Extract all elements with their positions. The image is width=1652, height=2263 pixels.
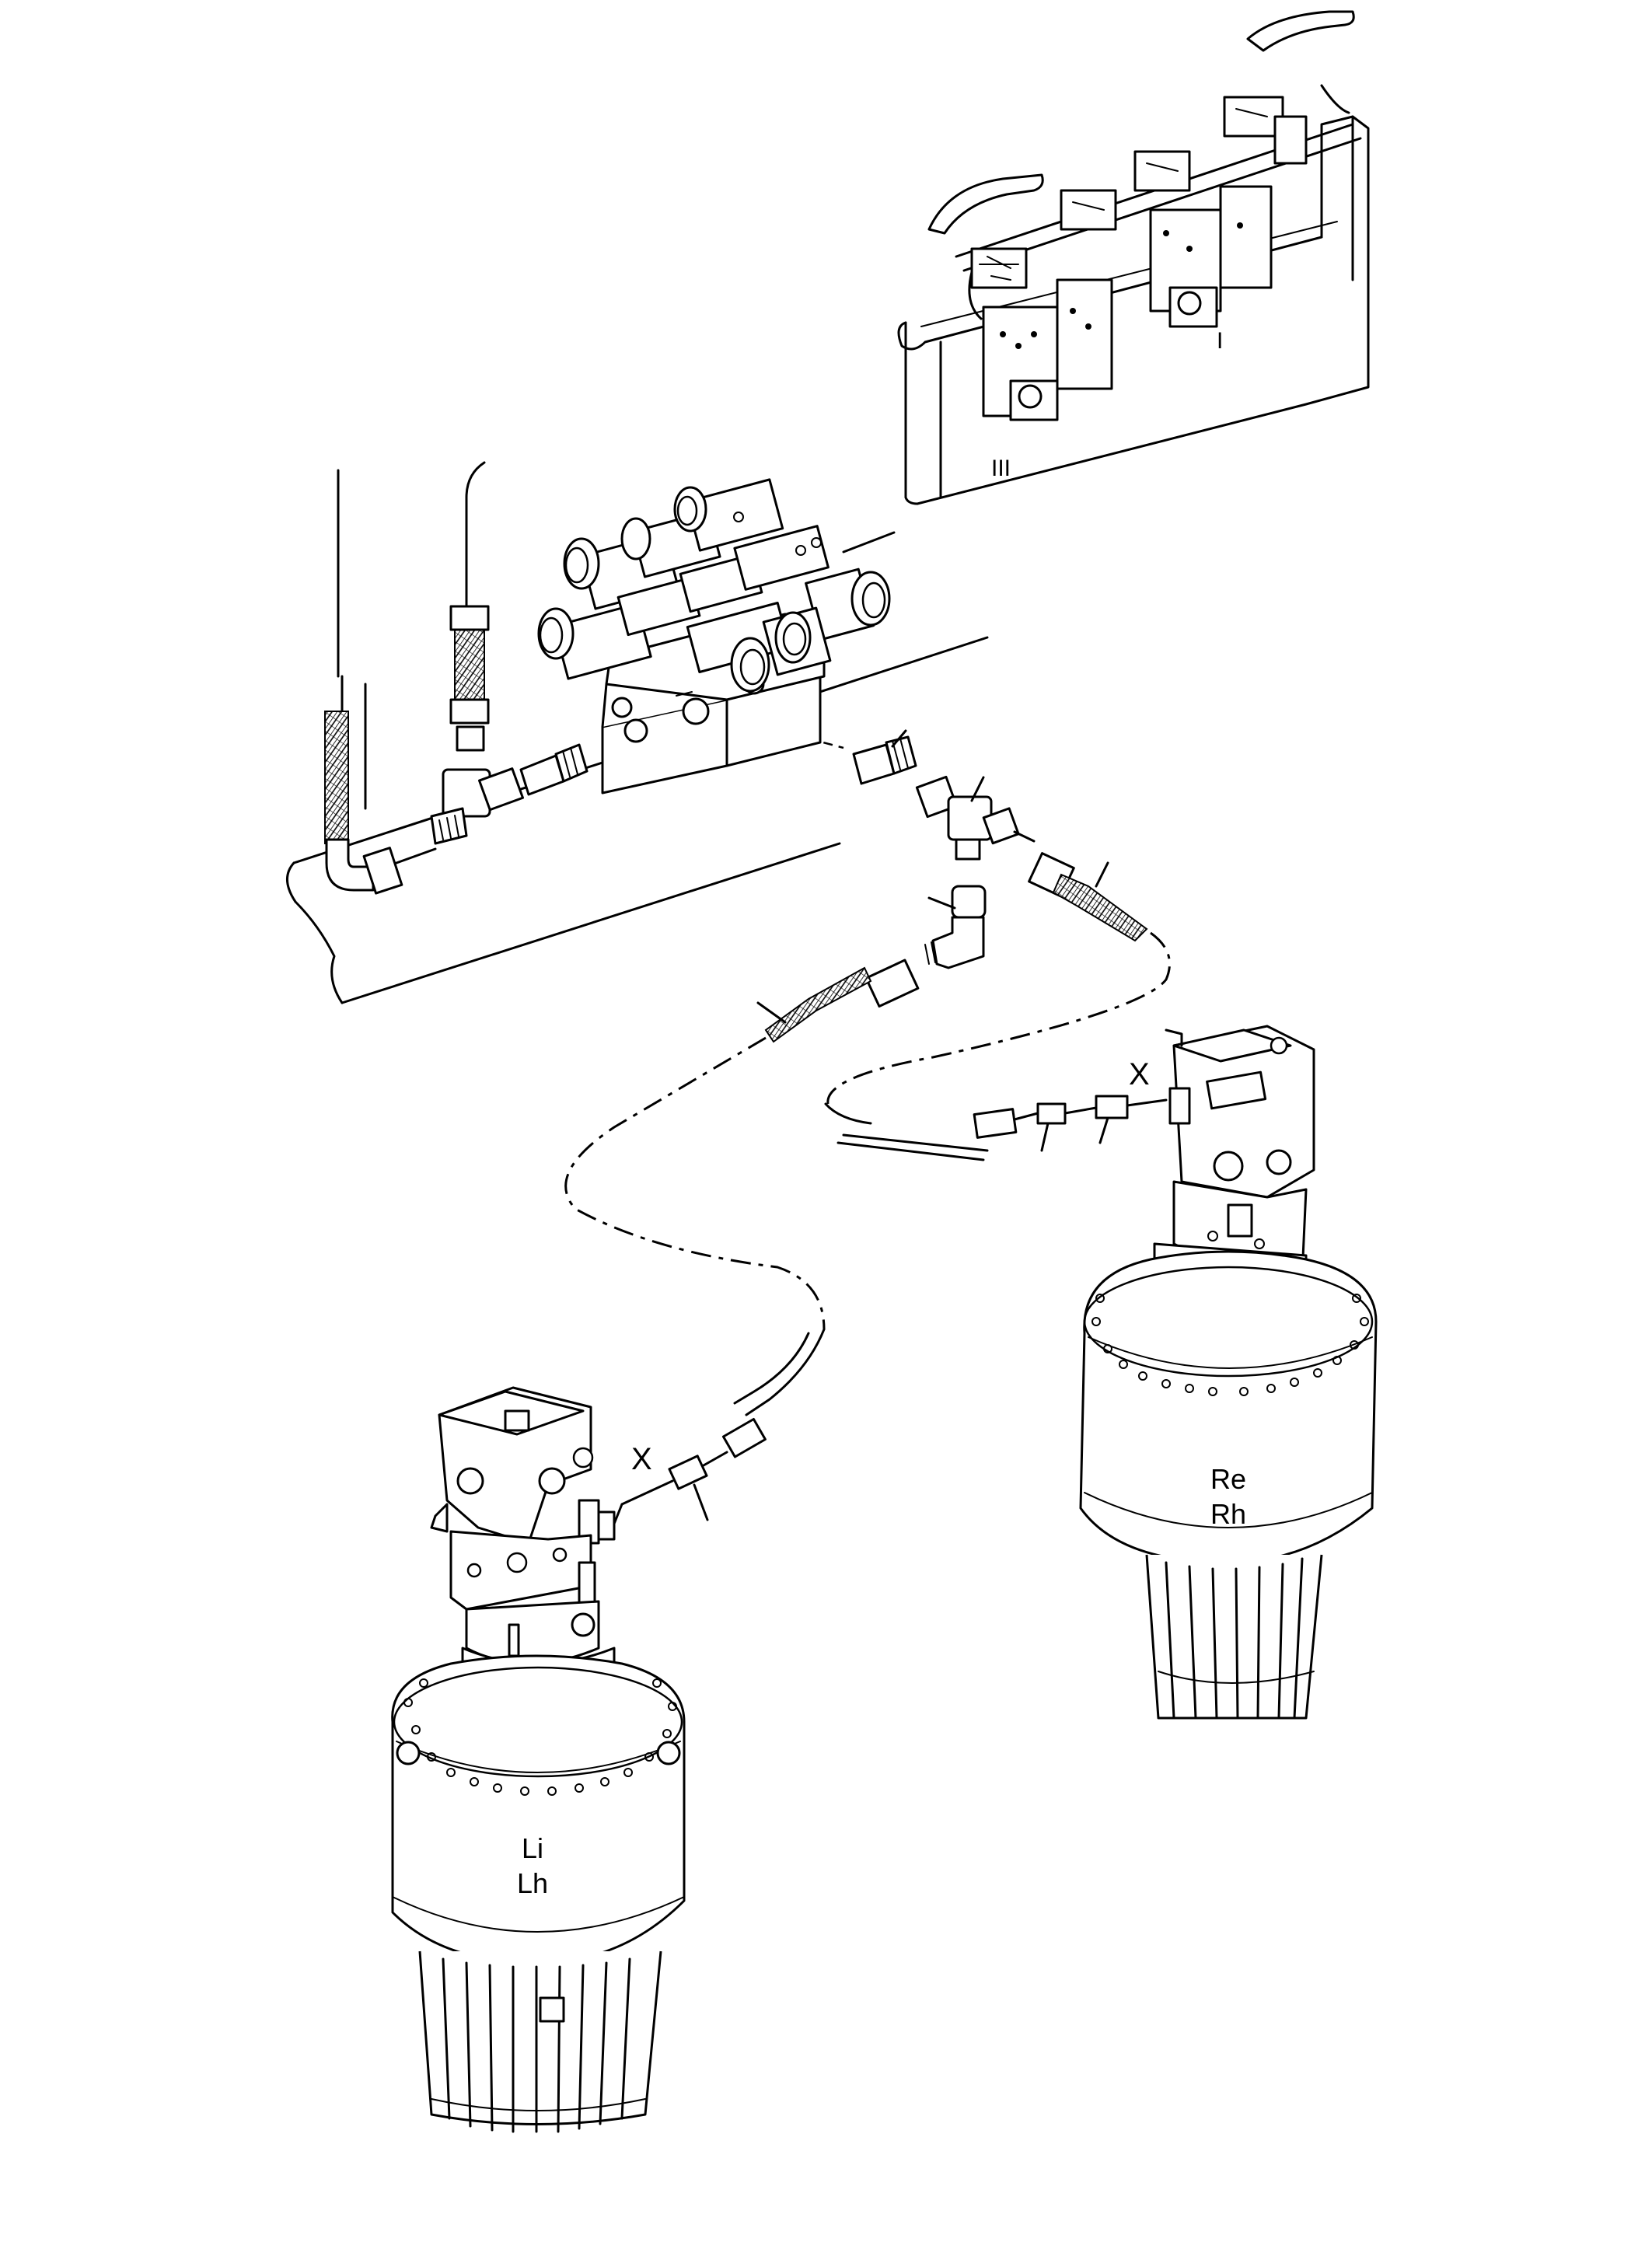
right-x-marker: X <box>1129 1057 1150 1091</box>
right-fittings <box>756 729 1148 1043</box>
left-hose-nut <box>864 959 920 1008</box>
straight-adapter-left <box>519 743 589 796</box>
vertical-hoses <box>324 461 490 895</box>
right-motor-connection: X <box>973 1057 1168 1152</box>
right-handle <box>1246 10 1355 52</box>
hose-routes <box>564 931 1171 1416</box>
left-adapter <box>668 1455 708 1490</box>
left-travel-motor: Li Lh <box>391 1386 686 2133</box>
right-motor-label-line1: Re <box>1210 1463 1246 1495</box>
hose-braid-left <box>324 711 349 844</box>
left-hose-braid <box>764 966 872 1043</box>
left-motor-connection: X <box>620 1418 767 1521</box>
overview-valve-3 <box>1223 96 1308 165</box>
right-motor-label-line2: Rh <box>1210 1498 1246 1530</box>
hose-ferrule-bottom <box>449 698 490 725</box>
roman-iii-label: III <box>991 456 1011 481</box>
right-travel-motor: Re Rh <box>1079 1025 1378 1720</box>
left-hose-end <box>721 1418 767 1458</box>
left-x-marker: X <box>631 1442 652 1476</box>
left-motor-label-line1: Li <box>522 1832 543 1864</box>
left-drain-plug <box>539 1996 565 2023</box>
left-tee-assembly <box>430 725 589 845</box>
tee-branch-nut <box>478 767 525 812</box>
right-hose-end <box>973 1108 1018 1139</box>
solenoid-valve-block <box>537 478 896 794</box>
hose-ferrule-top <box>449 605 490 631</box>
right-adapter-1 <box>1036 1102 1067 1125</box>
right-tee <box>915 775 1020 861</box>
left-handle <box>927 173 1044 235</box>
left-bolt-ring <box>403 1678 677 1796</box>
straight-adapter-right <box>852 735 917 785</box>
elbow-nut <box>362 847 403 895</box>
tee-nut-top <box>456 725 485 752</box>
down-elbow <box>931 916 985 969</box>
solenoid-coil-7 <box>730 637 770 693</box>
solenoid-coil-6 <box>762 606 832 676</box>
right-hose-braid <box>1052 873 1148 942</box>
overview-valve-1 <box>970 247 1113 421</box>
overview-valve-2 <box>1060 150 1273 328</box>
solenoid-coil-5 <box>805 567 891 641</box>
right-adapter-2 <box>1095 1095 1129 1119</box>
left-motor-label-line2: Lh <box>517 1867 548 1899</box>
down-elbow-nut <box>951 885 987 919</box>
right-bolt-ring <box>1091 1294 1369 1396</box>
roman-i-label: I <box>1217 328 1223 354</box>
overview-console: III I <box>897 10 1370 505</box>
